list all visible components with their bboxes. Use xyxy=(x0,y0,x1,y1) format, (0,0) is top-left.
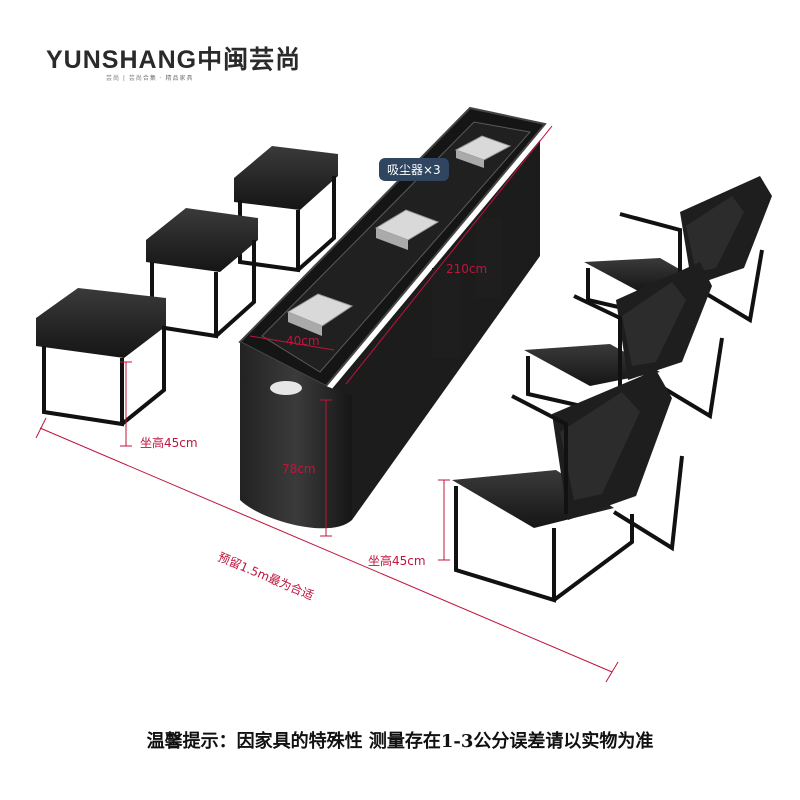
table-height-label: 78cm xyxy=(282,462,316,476)
chair-seat-height-label: 坐高45cm xyxy=(368,554,426,568)
dimension-lines xyxy=(35,125,619,683)
table-width-label: 40cm xyxy=(286,334,320,348)
table-length-label: 210cm xyxy=(446,262,488,276)
stool-middle xyxy=(146,208,258,339)
vacuum-badge: 吸尘器×3 xyxy=(379,158,449,181)
logo-text: YUNSHANG中闽芸尚 xyxy=(46,46,302,74)
stool-seat-height-label: 坐高45cm xyxy=(140,436,198,450)
chair-middle xyxy=(524,262,724,420)
chair-front xyxy=(452,370,684,603)
nail-table xyxy=(238,106,547,529)
product-scene xyxy=(35,106,772,683)
stool-back xyxy=(234,146,338,273)
footer-notice: 温馨提示：因家具的特殊性 测量存在1-3公分误差请以实物为准 xyxy=(146,731,654,752)
stool-front xyxy=(36,288,166,427)
brand-logo: YUNSHANG中闽芸尚 芸尚 | 芸尚合集 · 精品家具 xyxy=(46,40,306,92)
logo-tagline: 芸尚 | 芸尚合集 · 精品家具 xyxy=(106,75,194,82)
